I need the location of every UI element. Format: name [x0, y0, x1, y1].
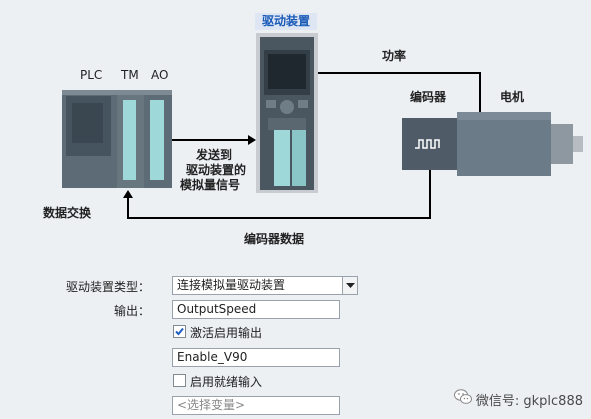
- tm-label: TM: [121, 68, 139, 82]
- encoder-data-label: 编码器数据: [244, 232, 305, 246]
- drive-title: 驱动装置: [255, 13, 317, 30]
- ready-input-placeholder: <选择变量>: [177, 398, 246, 412]
- diagram-canvas: [62, 33, 583, 219]
- data-exchange-label: 数据交换: [43, 206, 92, 220]
- enable-ready-checkbox[interactable]: [173, 374, 186, 387]
- output-field[interactable]: OutputSpeed: [172, 300, 340, 319]
- drive-config-form: 驱动装置类型： 连接模拟量驱动装置 输出： OutputSpeed 激活启用输出…: [0, 262, 591, 419]
- send-signal-line1: 发送到: [196, 148, 233, 162]
- motor-label: 电机: [500, 90, 525, 104]
- watermark-text: 微信号: gkplc888: [475, 393, 583, 409]
- enable-output-value: Enable_V90: [177, 350, 248, 364]
- motor-device: [402, 112, 583, 176]
- plc-device: [62, 90, 172, 188]
- drive-device: [256, 33, 318, 193]
- chevron-down-icon[interactable]: [342, 277, 357, 294]
- encoder-label: 编码器: [410, 90, 447, 104]
- output-value: OutputSpeed: [177, 302, 257, 316]
- drive-type-select[interactable]: 连接模拟量驱动装置: [172, 276, 358, 295]
- drive-diagram: 驱动装置 PLC TM AO 功率 编码器 电机 发送到 驱动装置的 模拟量信号…: [43, 13, 583, 246]
- activate-enable-label: 激活启用输出: [190, 326, 263, 340]
- ao-label: AO: [151, 68, 169, 82]
- drive-type-label: 驱动装置类型：: [65, 280, 150, 294]
- ready-input-field[interactable]: <选择变量>: [172, 396, 340, 415]
- drive-type-value: 连接模拟量驱动装置: [177, 278, 286, 292]
- wechat-icon: [453, 389, 472, 409]
- watermark: 微信号: gkplc888: [453, 389, 583, 409]
- send-signal-line3: 模拟量信号: [180, 178, 241, 192]
- output-label: 输出：: [113, 304, 150, 318]
- plc-label: PLC: [80, 68, 103, 82]
- activate-enable-checkbox[interactable]: [173, 325, 186, 338]
- send-signal-line2: 驱动装置的: [186, 163, 247, 177]
- enable-ready-label: 启用就绪输入: [190, 375, 263, 389]
- power-label: 功率: [382, 49, 407, 63]
- enable-output-field[interactable]: Enable_V90: [172, 348, 340, 367]
